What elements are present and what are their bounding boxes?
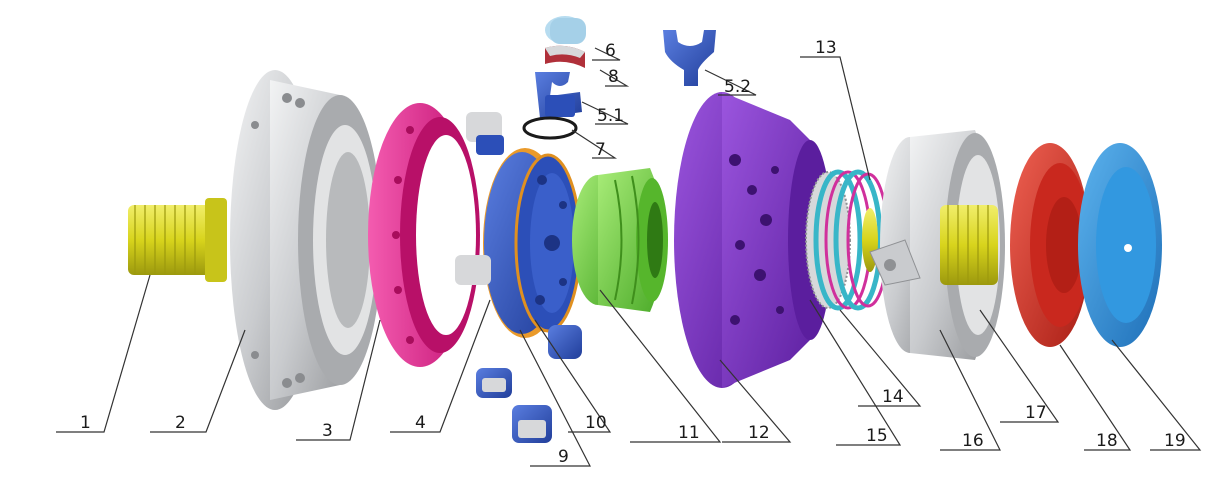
roller-pin-part xyxy=(545,16,586,44)
label-14: 14 xyxy=(882,387,904,407)
housing-flange-part xyxy=(230,70,382,410)
label-5-1: 5.1 xyxy=(597,106,624,126)
leader-lines xyxy=(56,47,1202,467)
brake-disc-pack-part xyxy=(805,169,890,311)
piston-5-2-part xyxy=(663,30,716,86)
brake-shaft-part xyxy=(940,205,998,285)
piston-5-1-part xyxy=(535,72,582,118)
end-cap-part xyxy=(1078,143,1162,347)
label-15: 15 xyxy=(866,426,888,446)
label-19: 19 xyxy=(1164,431,1186,451)
label-12: 12 xyxy=(748,423,770,443)
label-17: 17 xyxy=(1025,403,1047,423)
distributor-part xyxy=(674,92,832,388)
label-10: 10 xyxy=(585,413,607,433)
label-2: 2 xyxy=(175,413,186,433)
label-7: 7 xyxy=(595,140,606,160)
label-18: 18 xyxy=(1096,431,1118,451)
label-9: 9 xyxy=(558,447,569,467)
rear-cover-part xyxy=(1010,143,1090,347)
cylinder-block-part xyxy=(483,148,582,338)
drive-sleeve-part xyxy=(572,168,668,312)
o-ring-part xyxy=(522,116,578,140)
piston-roller-middle xyxy=(455,255,491,285)
label-13: 13 xyxy=(815,38,837,58)
label-3: 3 xyxy=(322,421,333,441)
label-16: 16 xyxy=(962,431,984,451)
label-4: 4 xyxy=(415,413,426,433)
roller-bearing-part xyxy=(545,45,585,68)
part-labels: 1 2 3 4 5.1 5.2 6 7 8 9 10 11 12 13 14 1… xyxy=(80,38,1186,467)
cam-ring-part xyxy=(368,103,480,367)
piston-part xyxy=(512,405,552,443)
piston-roller-lower-right xyxy=(548,325,582,359)
label-11: 11 xyxy=(678,423,700,443)
piston-roller-upper xyxy=(466,112,504,155)
label-8: 8 xyxy=(608,67,619,87)
label-1: 1 xyxy=(80,413,91,433)
piston-roller-lower-left xyxy=(476,368,512,398)
label-6: 6 xyxy=(605,41,616,61)
label-5-2: 5.2 xyxy=(724,77,751,97)
